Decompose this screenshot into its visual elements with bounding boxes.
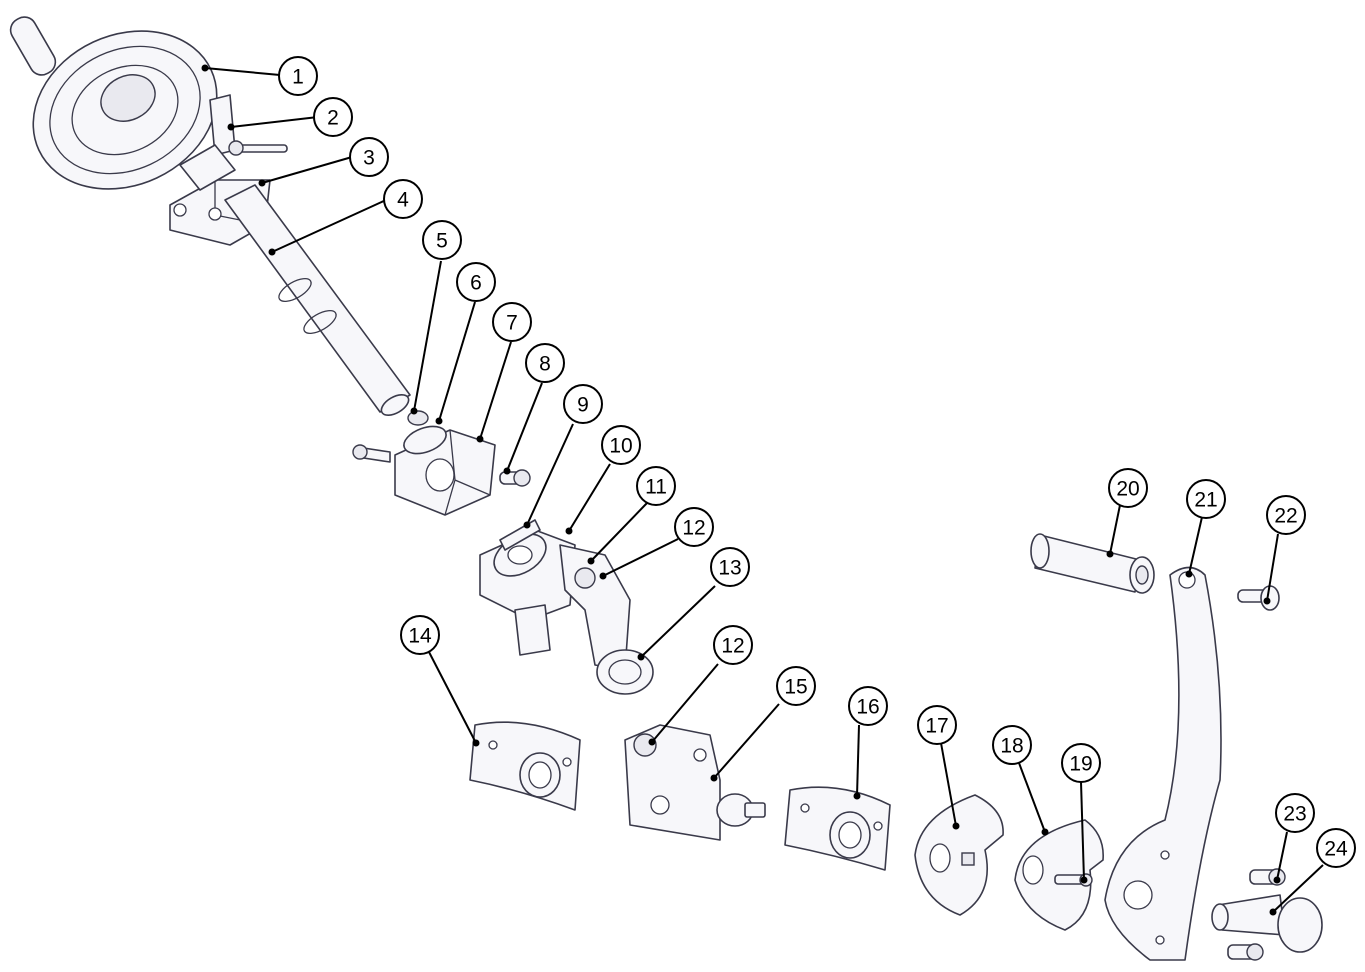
- callout-label: 11: [645, 476, 667, 499]
- callout: 22: [1266, 495, 1306, 535]
- cam-disc-b: [1014, 819, 1104, 931]
- grip-handle: [1030, 533, 1155, 594]
- callout: 3: [349, 137, 389, 177]
- callout: 7: [492, 302, 532, 342]
- callout-label: 20: [1116, 478, 1139, 501]
- cam-disc-a: [914, 794, 1004, 916]
- callout-label: 6: [470, 272, 482, 295]
- callout-label: 21: [1194, 489, 1217, 512]
- small-screw: [499, 469, 531, 487]
- callout: 13: [710, 547, 750, 587]
- callout: 14: [400, 615, 440, 655]
- plate-center: [784, 786, 891, 871]
- lever-arm: [1104, 566, 1222, 961]
- plate-left: [469, 721, 581, 811]
- callout-label: 17: [925, 715, 948, 738]
- callout: 19: [1061, 743, 1101, 783]
- callout: 2: [313, 97, 353, 137]
- callout: 10: [601, 425, 641, 465]
- callout: 21: [1186, 479, 1226, 519]
- callout: 12: [713, 625, 753, 665]
- callout-label: 19: [1069, 753, 1092, 776]
- callout-label: 24: [1324, 838, 1348, 861]
- callout-label: 23: [1283, 803, 1306, 826]
- callout: 6: [456, 262, 496, 302]
- main-shaft: [224, 184, 411, 417]
- callout-label: 5: [436, 230, 448, 253]
- callout-label: 12: [682, 517, 705, 540]
- callout-label: 1: [292, 66, 304, 89]
- callout: 16: [848, 686, 888, 726]
- callout: 17: [917, 705, 957, 745]
- callout-label: 3: [363, 147, 375, 170]
- callout: 9: [563, 384, 603, 424]
- callout: 11: [636, 466, 676, 506]
- callout-label: 16: [856, 696, 879, 719]
- callout-label: 15: [784, 676, 807, 699]
- callout-label: 4: [397, 189, 409, 212]
- callout: 20: [1108, 468, 1148, 508]
- callout-label: 2: [327, 107, 339, 130]
- callout: 8: [525, 343, 565, 383]
- callout: 15: [776, 666, 816, 706]
- callout: 23: [1275, 793, 1315, 833]
- callout: 24: [1316, 828, 1356, 868]
- callout: 1: [278, 56, 318, 96]
- end-knob-assembly: [1211, 868, 1323, 961]
- link-bracket: [624, 724, 766, 841]
- callout-label: 13: [718, 557, 741, 580]
- callout: 4: [383, 179, 423, 219]
- clamp-lever: [209, 94, 288, 156]
- callout: 5: [422, 220, 462, 260]
- callout-label: 8: [539, 353, 551, 376]
- bearing-block-assembly: [352, 410, 496, 516]
- callout: 18: [992, 725, 1032, 765]
- lower-block-assembly: [479, 519, 654, 695]
- callout: 12: [674, 507, 714, 547]
- callout-label: 12: [721, 635, 744, 658]
- callout-label: 10: [609, 435, 632, 458]
- callout-label: 14: [408, 625, 432, 648]
- callout-label: 18: [1000, 735, 1023, 758]
- callout-label: 22: [1274, 505, 1297, 528]
- callout-label: 9: [577, 394, 589, 417]
- handwheel: [9, 16, 218, 190]
- leader-lines: [201, 64, 1324, 916]
- callout-label: 7: [506, 312, 518, 335]
- pivot-pin: [1237, 585, 1280, 611]
